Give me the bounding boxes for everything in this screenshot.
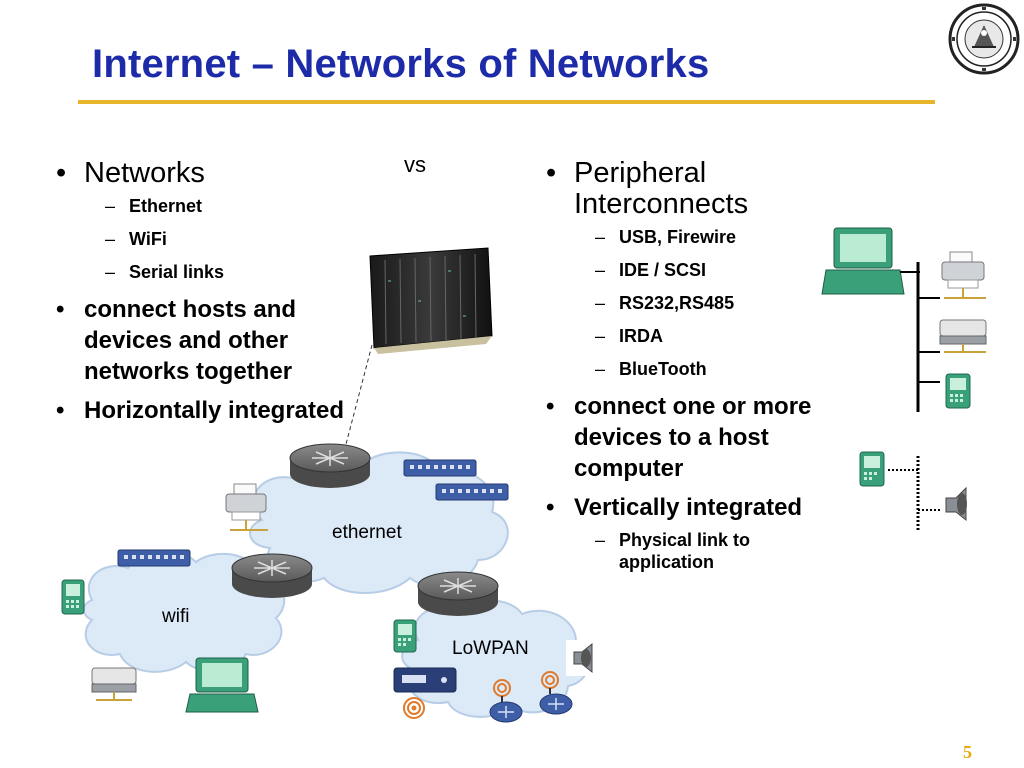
server-box-icon (939, 319, 987, 353)
slide-title: Internet – Networks of Networks (92, 42, 710, 86)
peripheral-diagram (821, 227, 987, 530)
interconnect-item: USB, Firewire (574, 226, 870, 248)
vertical-sub-list: Physical link to application (574, 529, 870, 573)
switch-icon (117, 549, 191, 567)
vertically-integrated-label: Vertically integrated (574, 494, 803, 521)
gateway-box-icon (393, 667, 457, 693)
university-seal-logo (948, 3, 1020, 75)
vs-label: vs (404, 152, 426, 177)
router-icon (417, 571, 499, 616)
bullet-connect-devices: connect one or more devices to a host co… (540, 391, 874, 484)
pda-icon (945, 373, 971, 409)
peripheral-label: Peripheral Interconnects (574, 157, 749, 220)
interconnect-types-list: USB, Firewire IDE / SCSI RS232,RS485 IRD… (574, 226, 870, 380)
physical-link-item: Physical link to application (574, 529, 819, 573)
networks-bullet-list: Networks Ethernet WiFi Serial links conn… (50, 157, 350, 427)
networks-label: Networks (84, 157, 205, 189)
network-diagram (61, 247, 604, 723)
cloud-label-wifi: wifi (162, 606, 190, 627)
pda-icon (393, 619, 417, 653)
interconnect-item: IDE / SCSI (574, 259, 870, 281)
bullet-vertically-integrated: Vertically integrated Physical link to a… (540, 492, 870, 573)
dashed-link-line (344, 344, 373, 449)
peripheral-bullet-list: Peripheral Interconnects USB, Firewire I… (540, 158, 870, 584)
network-type-item: WiFi (84, 228, 350, 250)
switch-icon (435, 483, 509, 501)
sensor-node-icon (403, 697, 425, 719)
speaker-icon (945, 486, 967, 522)
router-icon (289, 443, 371, 488)
interconnect-item: IRDA (574, 325, 870, 347)
cloud-label-ethernet: ethernet (332, 522, 402, 543)
laptop-icon (185, 657, 259, 713)
router-icon (231, 553, 313, 598)
wireless-link (888, 456, 942, 530)
network-type-item: Serial links (84, 261, 350, 283)
bullet-peripheral-interconnects: Peripheral Interconnects USB, Firewire I… (540, 157, 870, 381)
network-types-list: Ethernet WiFi Serial links (84, 195, 350, 283)
sensor-node-icon (489, 679, 523, 723)
server-box-icon (91, 667, 137, 701)
printer-icon (941, 251, 986, 299)
interconnect-item: BlueTooth (574, 358, 870, 380)
sensor-node-icon (539, 671, 573, 715)
title-underline (78, 100, 935, 104)
bullet-networks: Networks Ethernet WiFi Serial links (50, 157, 350, 284)
cloud-label-lowpan: LoWPAN (452, 638, 529, 659)
speaker-icon (566, 640, 604, 676)
interconnect-item: RS232,RS485 (574, 292, 870, 314)
page-number: 5 (963, 742, 972, 762)
pda-icon (61, 579, 85, 615)
laptop-icon (821, 227, 905, 295)
network-type-item: Ethernet (84, 195, 350, 217)
server-rack-icon (369, 247, 493, 354)
pda-icon (859, 451, 885, 487)
switch-icon (403, 459, 477, 477)
bullet-horizontally-integrated: Horizontally integrated (50, 395, 350, 426)
printer-icon (225, 483, 268, 531)
bullet-connect-hosts: connect hosts and devices and other netw… (50, 294, 350, 387)
